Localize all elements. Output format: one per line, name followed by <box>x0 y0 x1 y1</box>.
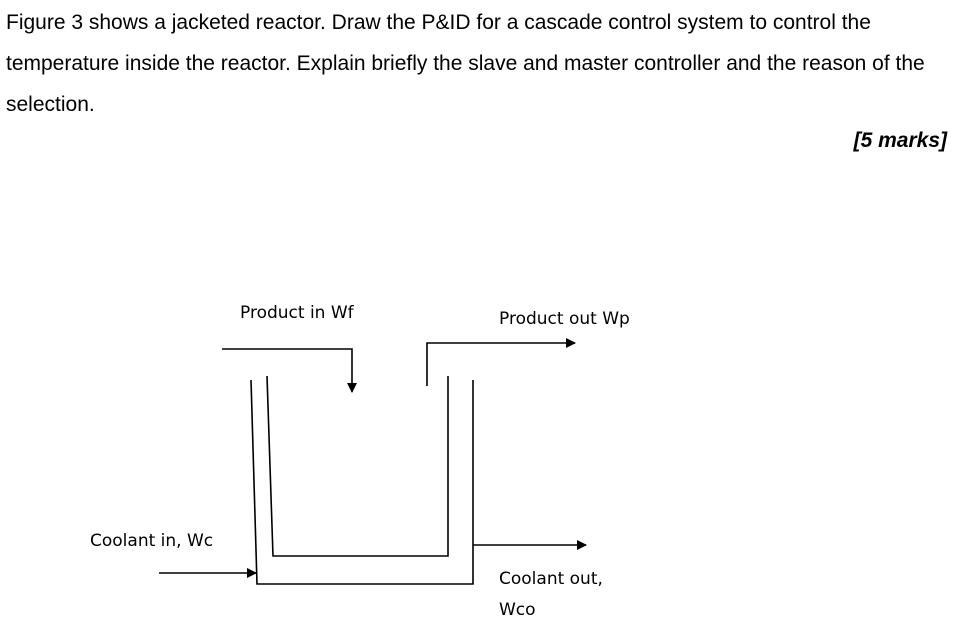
question-text: Figure 3 shows a jacketed reactor. Draw … <box>6 11 925 116</box>
jacket-outer-wall <box>250 379 474 585</box>
product-out-label: Product out Wp <box>499 309 630 329</box>
product-out-line <box>426 338 576 386</box>
product-in-line <box>222 348 357 393</box>
reactor-inner-wall <box>266 375 449 557</box>
coolant-out-label-line2: Wco <box>499 600 536 620</box>
marks-label: [5 marks] <box>853 129 947 152</box>
product-in-label: Product in Wf <box>240 303 355 323</box>
coolant-out-label-line1: Coolant out, <box>499 569 603 589</box>
coolant-in-label: Coolant in, Wc <box>90 531 213 551</box>
